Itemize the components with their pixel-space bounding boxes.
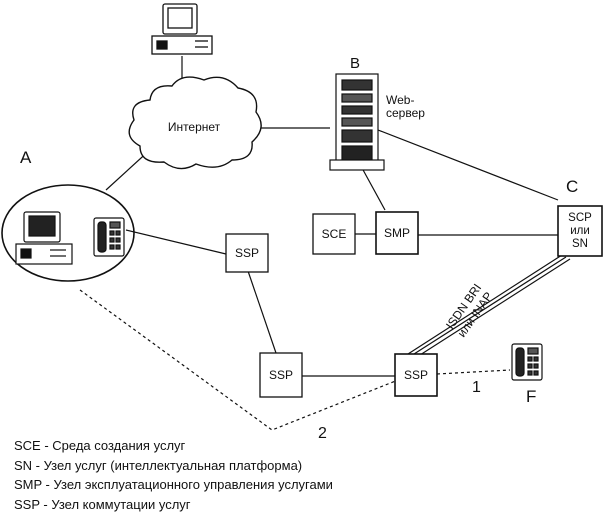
phone-f-icon bbox=[511, 343, 543, 381]
legend-item: SMP - Узел эксплуатационного управления … bbox=[14, 477, 333, 492]
link-2-label: 2 bbox=[318, 425, 327, 442]
link-dashed-ssp-phone-f bbox=[436, 369, 511, 375]
ssp-mid-node bbox=[259, 352, 303, 398]
scp-sn-label-3: SN bbox=[572, 238, 588, 250]
link-1-label: 1 bbox=[472, 379, 481, 396]
point-c-label: C bbox=[566, 177, 578, 196]
connection-lines bbox=[79, 56, 571, 431]
legend-item: SCE - Среда создания услуг bbox=[14, 438, 186, 453]
link-isdn-3 bbox=[419, 258, 571, 356]
link-server-scp bbox=[377, 129, 559, 201]
subscriber-a-ellipse bbox=[1, 184, 135, 282]
ssp-right-label: SSP bbox=[404, 368, 428, 382]
point-a-label: A bbox=[20, 148, 32, 167]
sce-node-label: SCE bbox=[322, 227, 347, 241]
subscriber-phone-icon bbox=[93, 217, 125, 257]
smp-node bbox=[375, 211, 419, 255]
ssp-mid-label: SSP bbox=[269, 368, 293, 382]
link-isdn-1 bbox=[407, 254, 563, 355]
link-server-smp bbox=[361, 167, 386, 211]
scp-sn-label-2: или bbox=[570, 225, 590, 237]
internet-cloud-icon bbox=[128, 76, 262, 170]
link-a-ssp-top bbox=[125, 229, 227, 255]
link-ssp-top-ssp-mid bbox=[247, 270, 277, 354]
point-b-label: B bbox=[350, 55, 360, 72]
link-dashed-a-ssp-right bbox=[79, 289, 399, 431]
link-isdn-2 bbox=[413, 256, 567, 355]
legend-item: SN - Узел услуг (интеллектуальная платфо… bbox=[14, 457, 303, 473]
subscriber-pc-icon bbox=[15, 211, 73, 265]
smp-node-label: SMP bbox=[384, 226, 410, 240]
legend-item: SSP - Узел коммутации услуг bbox=[14, 496, 191, 512]
scp-sn-node bbox=[557, 205, 603, 257]
ssp-right-node bbox=[394, 353, 438, 397]
web-server-label-1: Web- bbox=[386, 93, 414, 107]
scp-sn-label-1: SCP bbox=[568, 212, 592, 224]
desktop-pc-icon bbox=[151, 3, 213, 55]
web-server-label-2: сервер bbox=[386, 106, 425, 120]
ssp-top-node bbox=[225, 233, 269, 273]
point-f-label: F bbox=[526, 387, 536, 406]
sce-node bbox=[312, 213, 356, 255]
ssp-top-label: SSP bbox=[235, 246, 259, 260]
internet-label: Интернет bbox=[168, 120, 221, 134]
web-server-icon bbox=[329, 73, 385, 171]
legend: SCE - Среда создания услуг SN - Узел усл… bbox=[14, 436, 333, 514]
